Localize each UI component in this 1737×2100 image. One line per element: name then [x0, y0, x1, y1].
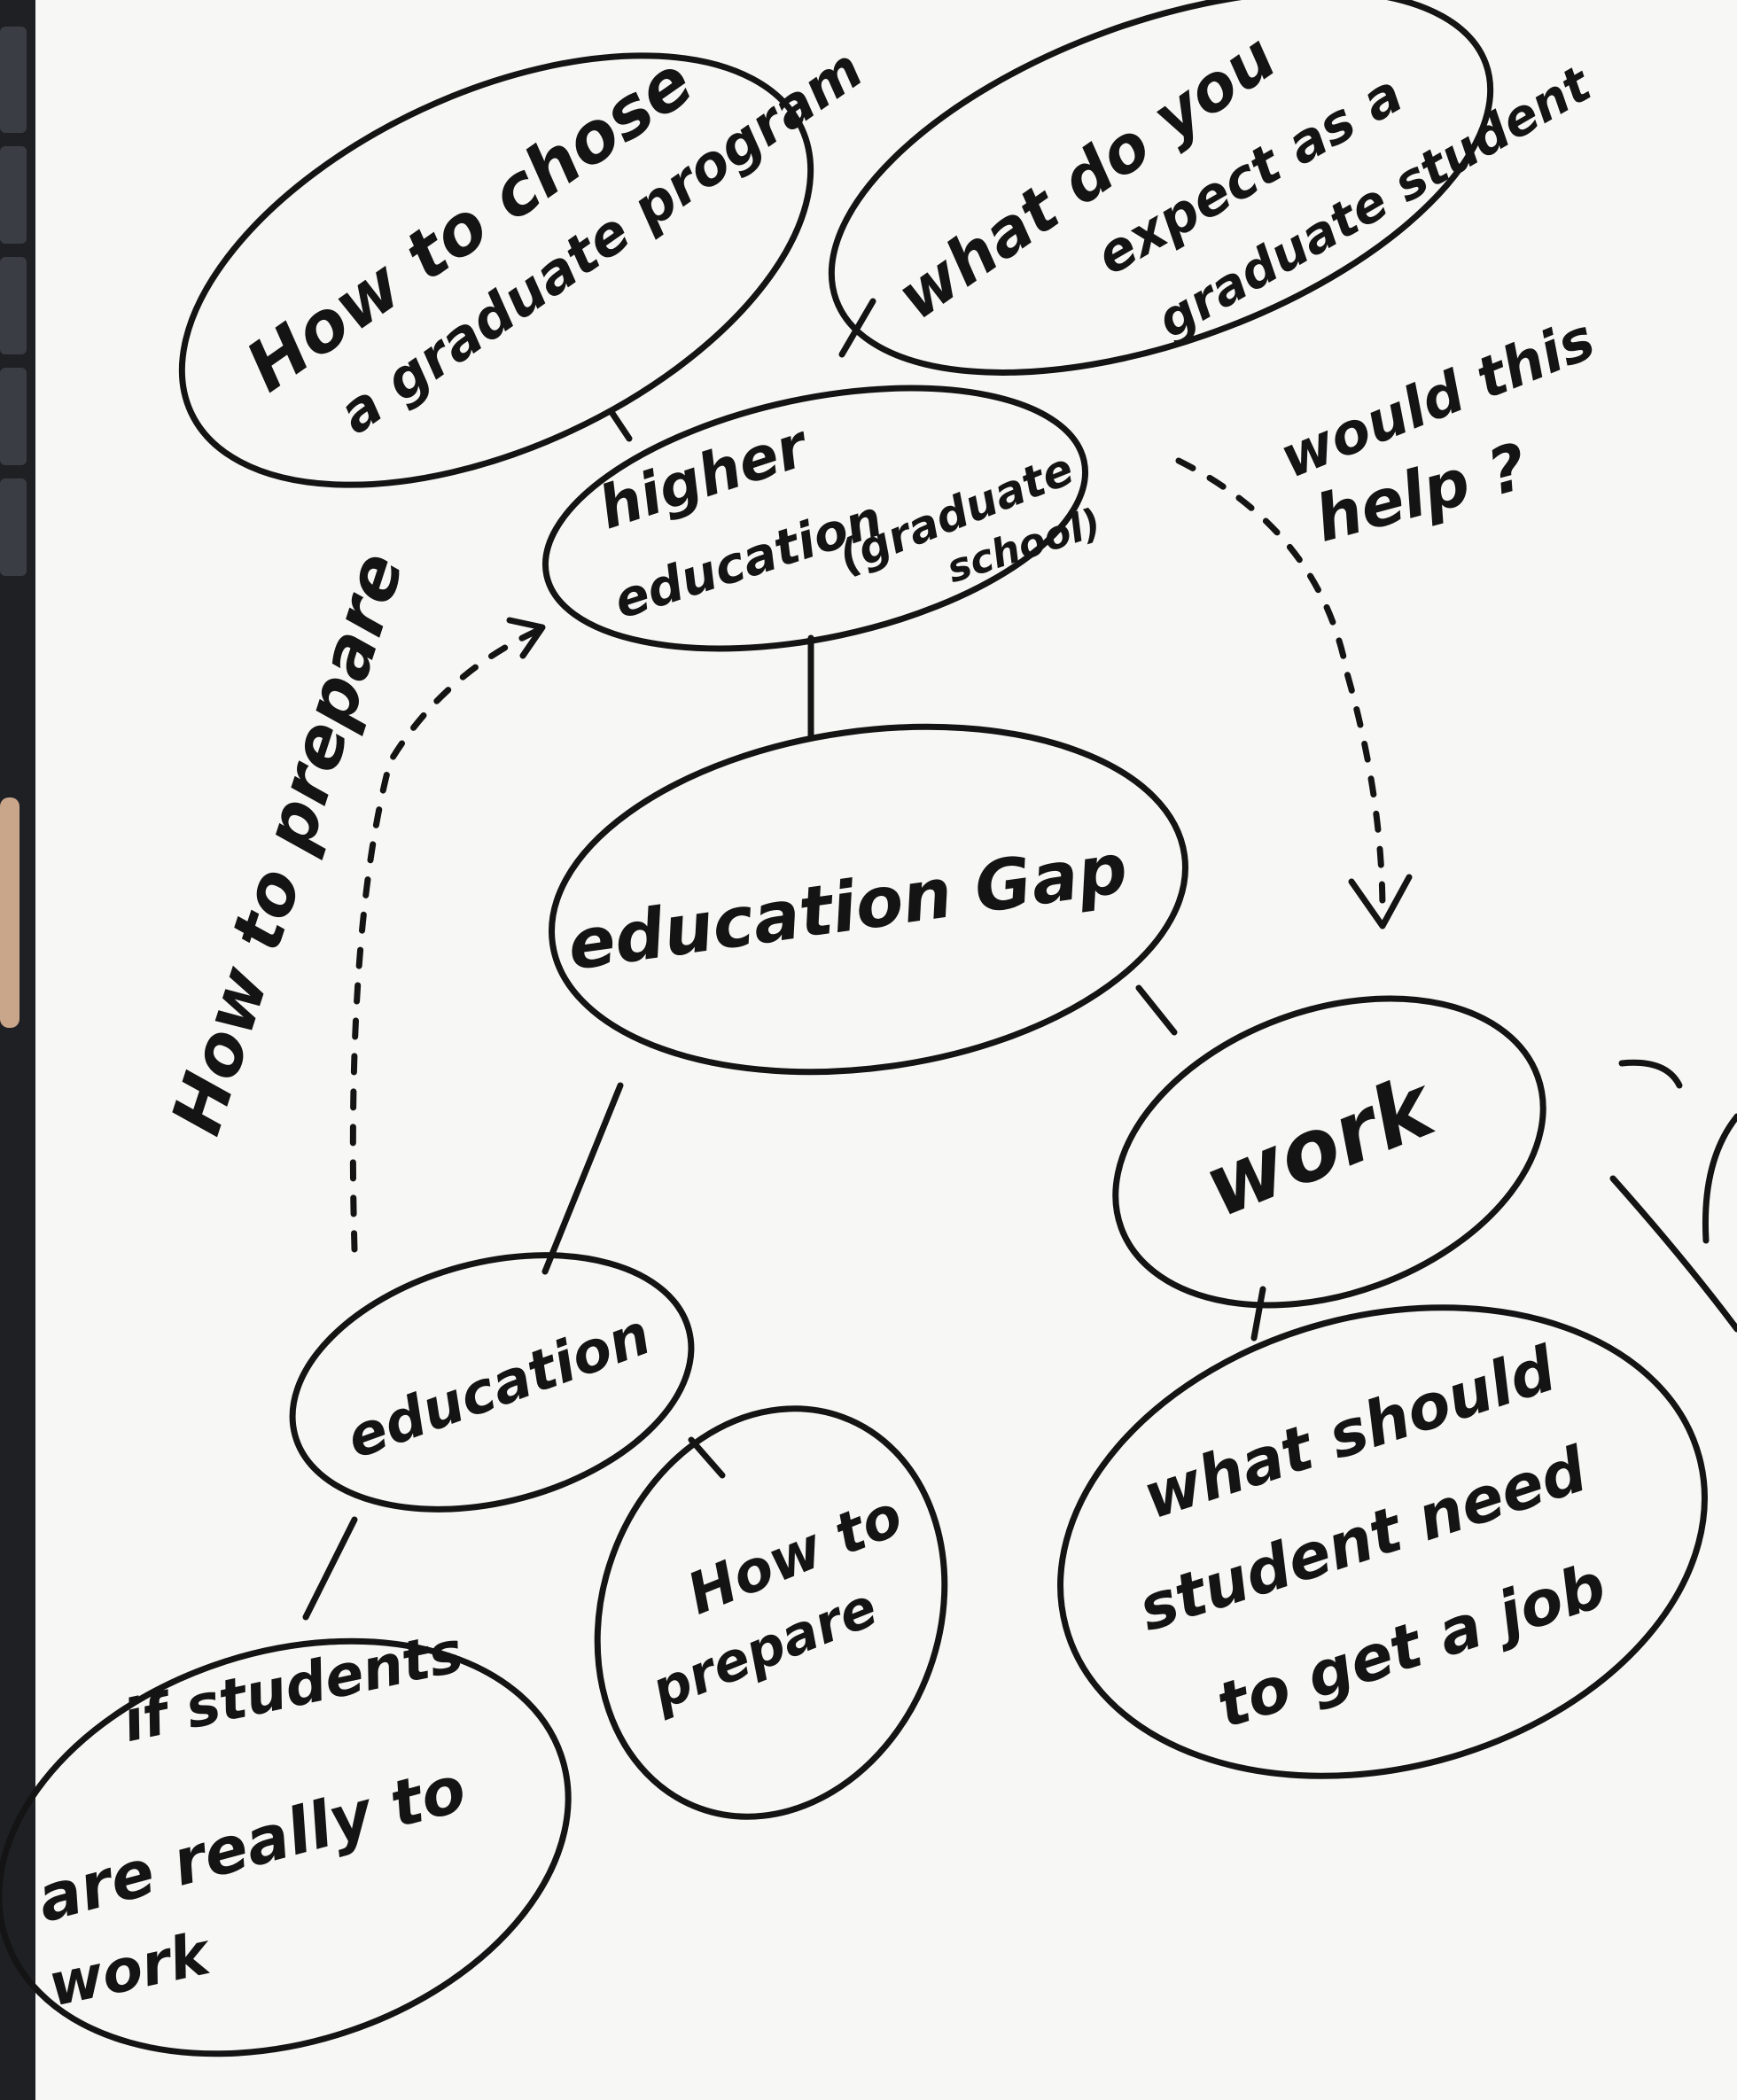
- would-help-dashed-arrow: [1175, 457, 1386, 916]
- student-need-node-ellipse: [1057, 1304, 1708, 1779]
- connectors: [302, 298, 1737, 1621]
- students-ready-node-ellipse: [0, 1637, 572, 2057]
- partial-ellipse-right: [1702, 1113, 1737, 1244]
- keyboard-key: [0, 27, 27, 133]
- how-to-prepare-node-ellipse: [594, 1405, 948, 1820]
- education-node-ellipse: [289, 1252, 695, 1513]
- arrowhead: [506, 617, 546, 659]
- expect-student-node-ellipse: [828, 0, 1494, 376]
- keyboard-key: [0, 478, 27, 576]
- finger: [0, 797, 19, 1028]
- keyboard-key: [0, 368, 27, 465]
- arrowhead: [1348, 874, 1413, 929]
- choose-program-node-ellipse: [178, 52, 814, 488]
- prepare-dashed-arrow: [349, 626, 544, 1253]
- keyboard-key: [0, 146, 27, 244]
- higher-education-node-ellipse: [541, 385, 1089, 652]
- partial-ellipse-right: [1618, 1059, 1683, 1089]
- partial-ellipse-right: [1609, 1175, 1737, 1333]
- keyboard-key: [0, 257, 27, 354]
- center-node-ellipse: [549, 723, 1188, 1076]
- work-node-ellipse: [1112, 995, 1546, 1309]
- paper-sheet: [35, 0, 1737, 2100]
- dashed-arrows: [349, 457, 1413, 1253]
